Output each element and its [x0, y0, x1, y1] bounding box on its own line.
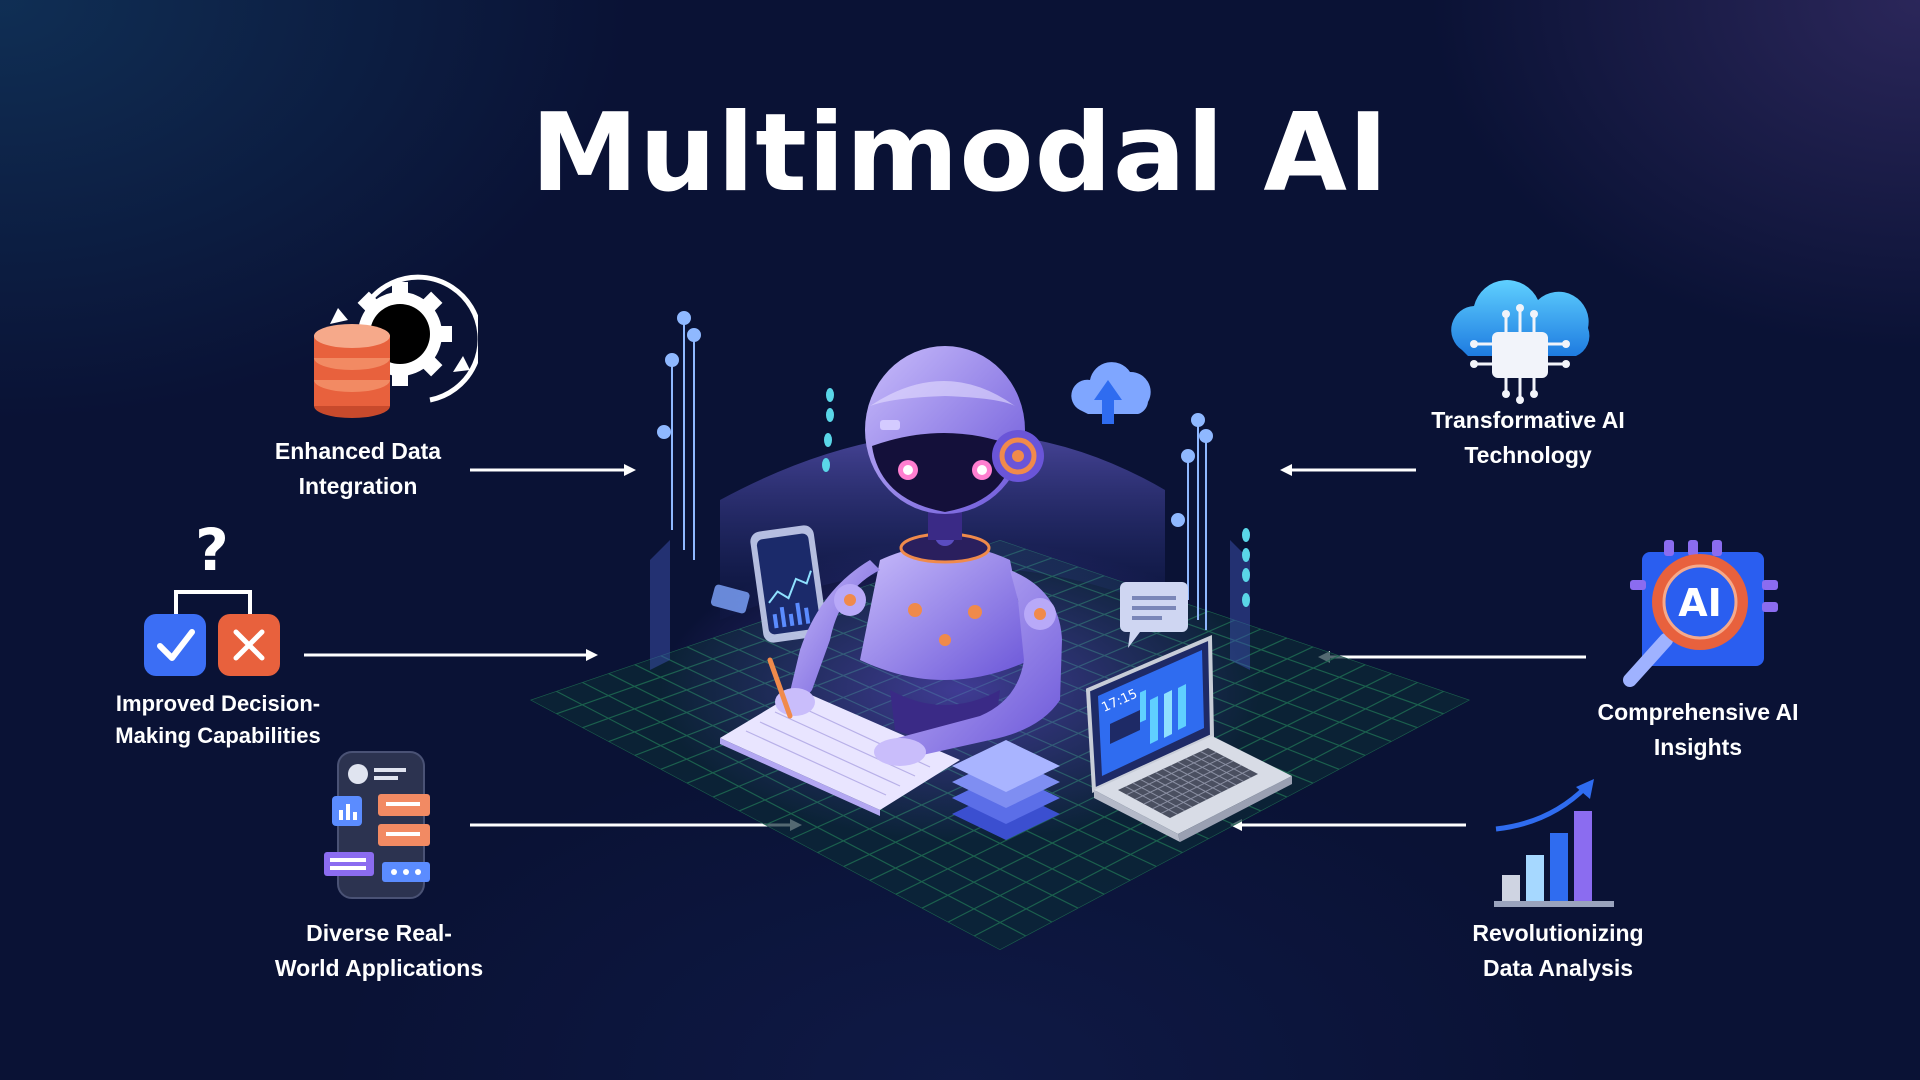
- database-gear-icon: [314, 274, 478, 418]
- arrow-transformative-ai-technology: [1280, 464, 1416, 476]
- svg-text:?: ?: [195, 520, 229, 584]
- feature-label-improved-decision-making: Improved Decision- Making Capabilities: [115, 691, 321, 748]
- floating-chip-card: [710, 584, 750, 614]
- ai-badge-text: AI: [1678, 581, 1722, 625]
- floating-phone: [750, 525, 827, 643]
- growth-chart-icon: [1494, 779, 1614, 907]
- arrow-improved-decision-making: [304, 649, 598, 661]
- antenna-right: [1171, 413, 1213, 630]
- layers-stack-icon: [952, 740, 1060, 840]
- robot: [767, 346, 1062, 766]
- decision-icon: ?: [144, 520, 280, 676]
- cloud-chip-icon: [1451, 280, 1590, 404]
- laptop-screen-bars: [1110, 684, 1186, 744]
- chat-bubble-icon: [1120, 582, 1188, 648]
- antenna-left: [657, 311, 701, 560]
- cloud-upload-icon: [1071, 362, 1151, 424]
- app-screen-icon: [324, 751, 430, 899]
- feature-label-enhanced-data-integration: Enhanced Data Integration: [274, 438, 442, 499]
- feature-label-revolutionizing-data-analysis: Revolutionizing Data Analysis: [1472, 920, 1644, 981]
- page-title: Multimodal AI: [530, 91, 1390, 216]
- notebook: [720, 690, 960, 816]
- feature-label-comprehensive-ai-insights: Comprehensive AI Insights: [1597, 699, 1799, 760]
- laptop: 17:15: [1085, 634, 1292, 842]
- ai-magnifier-icon: AI: [1623, 540, 1778, 687]
- feature-label-diverse-real-world-applications: Diverse Real- World Applications: [274, 920, 484, 981]
- arrow-enhanced-data-integration: [470, 464, 636, 476]
- feature-label-transformative-ai-technology: Transformative AI Technology: [1431, 407, 1625, 468]
